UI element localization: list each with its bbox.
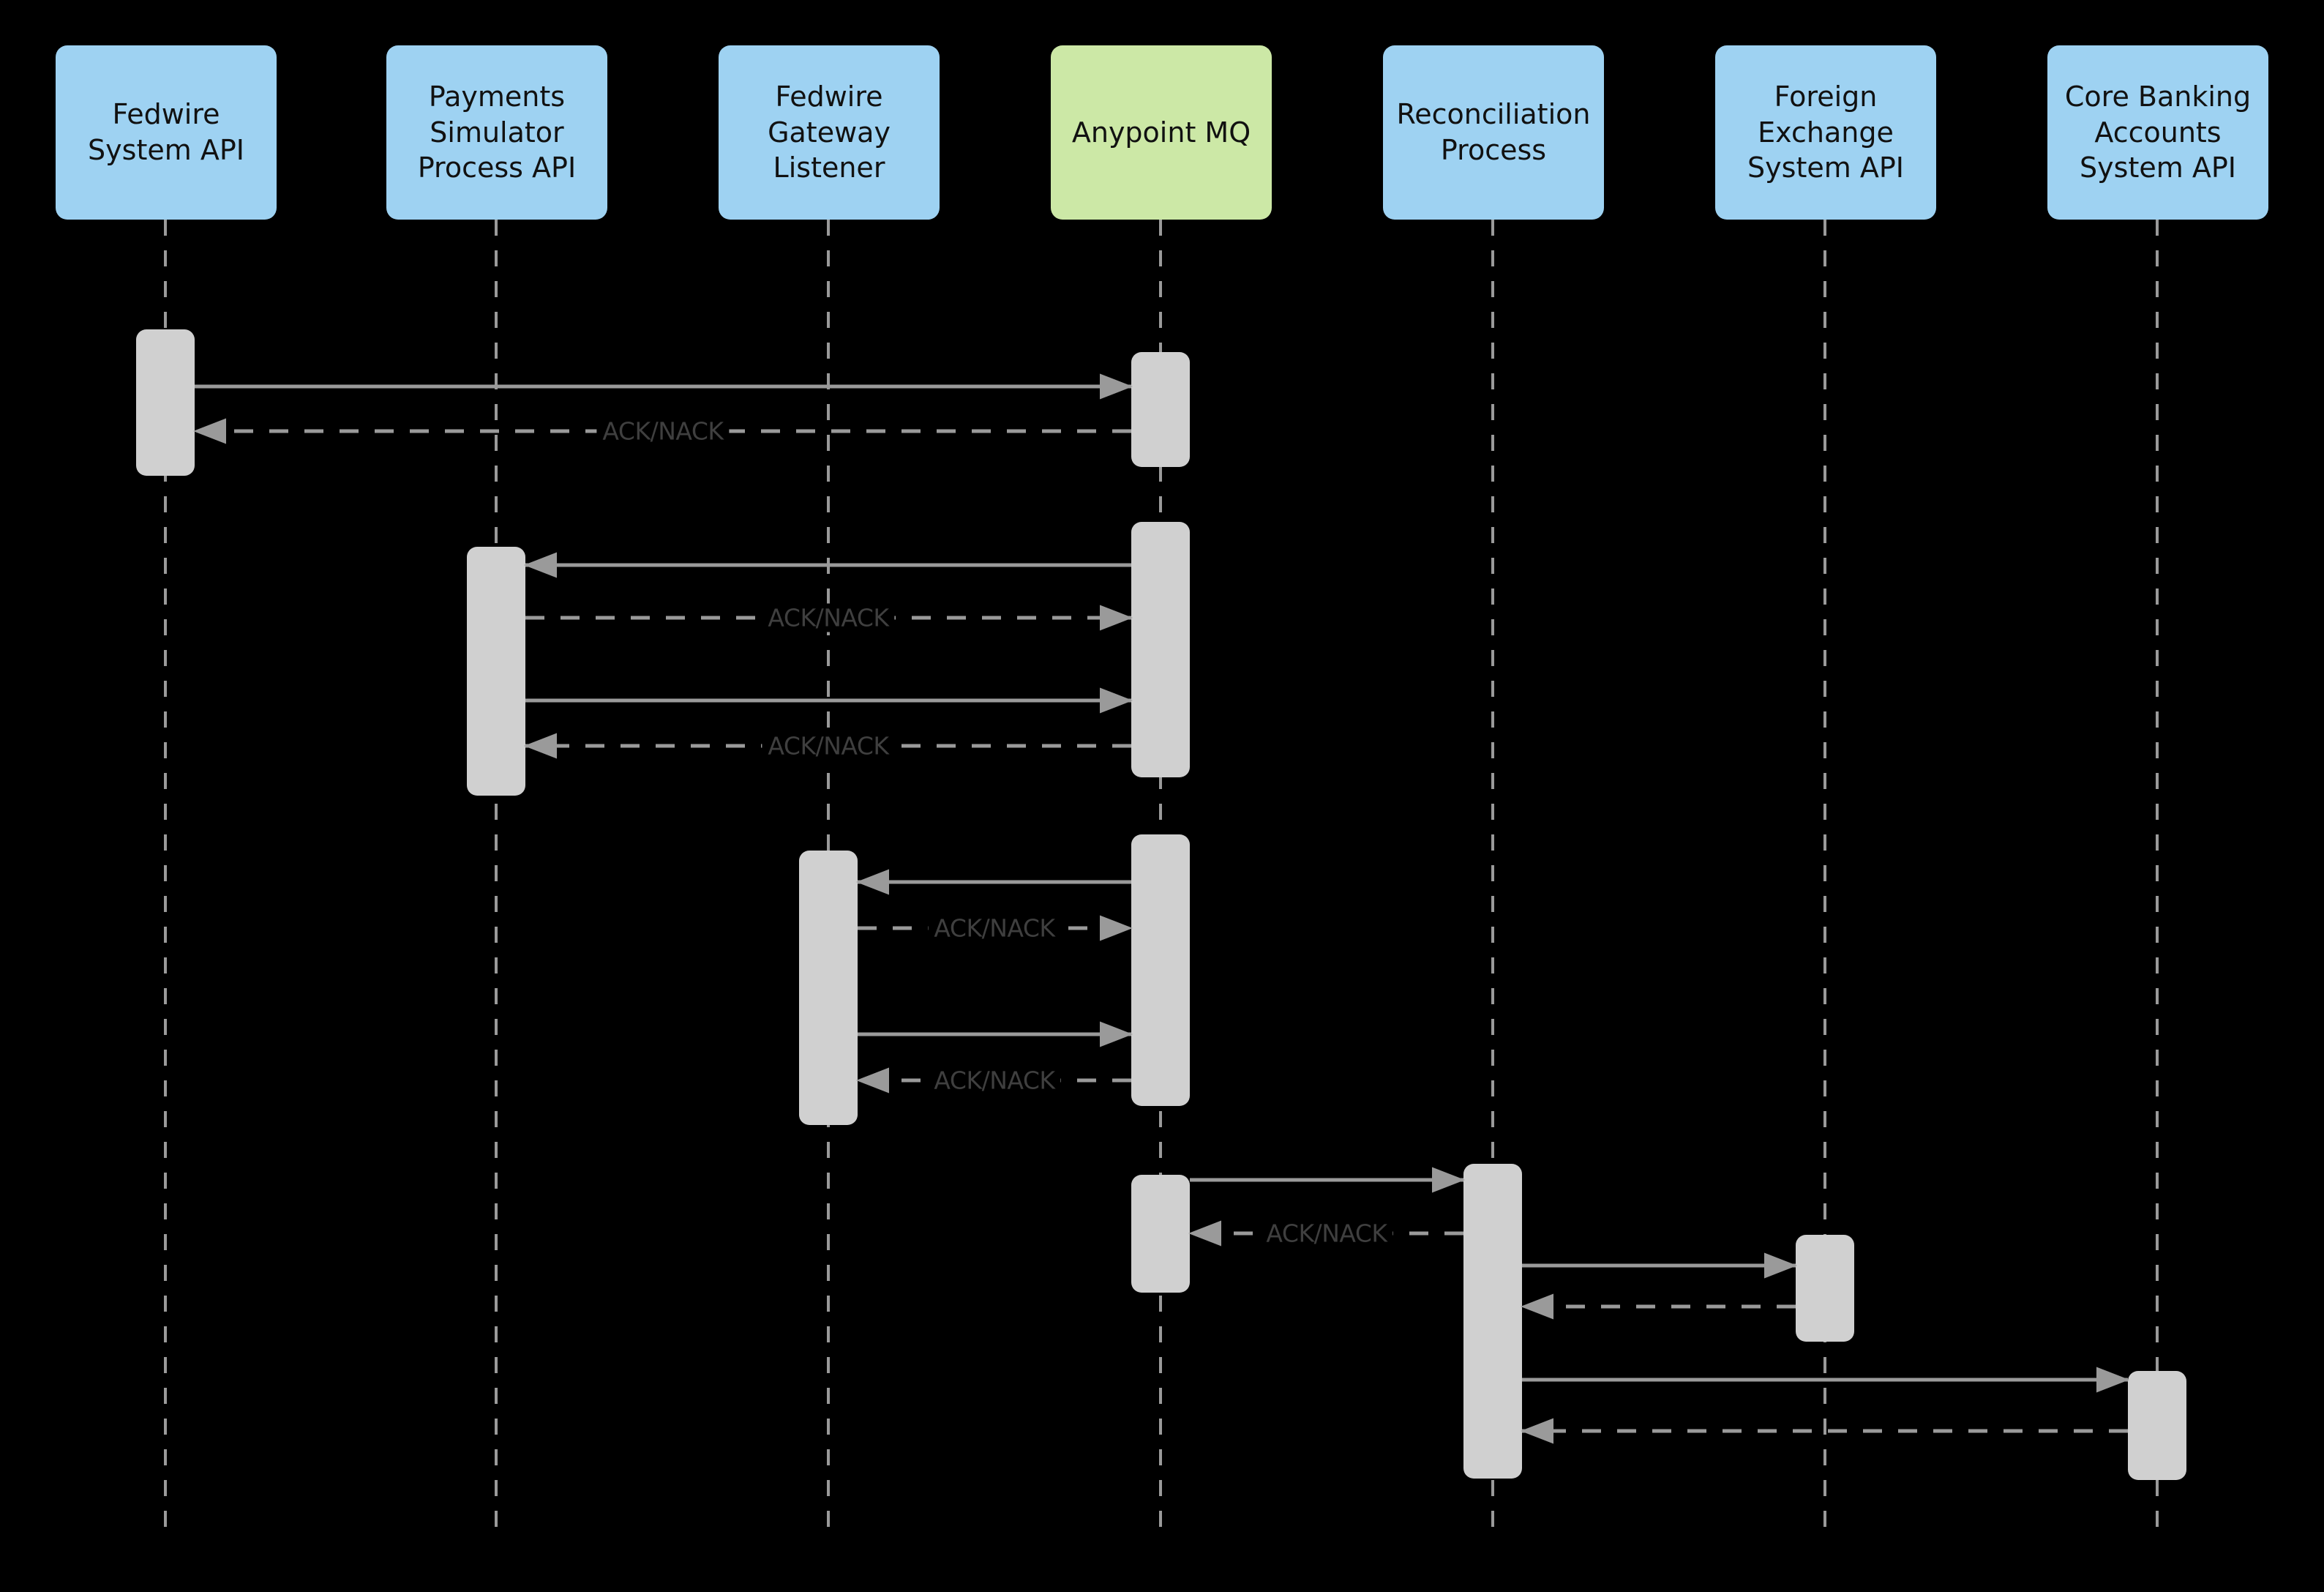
message-label-m2: ACK/NACK xyxy=(596,416,730,446)
participant-label: Reconciliation Process xyxy=(1396,98,1591,166)
participant-fedwire-gateway-listener[interactable]: Fedwire Gateway Listener xyxy=(719,45,940,220)
participant-label: Fedwire System API xyxy=(88,98,244,166)
activation-bar-reconciliation-process xyxy=(1463,1164,1522,1479)
activation-bar-payments-simulator xyxy=(467,547,525,796)
activation-bar-fedwire-gateway-listener xyxy=(799,851,858,1125)
participant-label: Payments Simulator Process API xyxy=(417,81,577,184)
participant-label: Anypoint MQ xyxy=(1071,116,1251,149)
participant-fedwire-system-api[interactable]: Fedwire System API xyxy=(56,45,277,220)
activation-bar-core-banking-api xyxy=(2128,1371,2186,1480)
participant-anypoint-mq[interactable]: Anypoint MQ xyxy=(1051,45,1272,220)
message-label-m6: ACK/NACK xyxy=(762,731,895,761)
participant-label: Fedwire Gateway Listener xyxy=(768,81,891,184)
participant-foreign-exchange-api[interactable]: Foreign Exchange System API xyxy=(1715,45,1936,220)
participant-reconciliation-process[interactable]: Reconciliation Process xyxy=(1383,45,1604,220)
participant-payments-simulator[interactable]: Payments Simulator Process API xyxy=(386,45,607,220)
activations-layer xyxy=(136,329,2186,1480)
activation-bar-foreign-exchange-api xyxy=(1796,1235,1854,1342)
activation-bar-anypoint-mq xyxy=(1131,522,1190,777)
activation-bar-fedwire-system-api xyxy=(136,329,195,476)
message-label-m12: ACK/NACK xyxy=(1260,1219,1393,1248)
participant-label: Core Banking Accounts System API xyxy=(2064,81,2252,184)
participant-label: Foreign Exchange System API xyxy=(1747,81,1904,184)
message-label-m10: ACK/NACK xyxy=(928,1066,1061,1095)
activation-bar-anypoint-mq xyxy=(1131,834,1190,1106)
message-label-m4: ACK/NACK xyxy=(762,603,895,632)
message-label-m8: ACK/NACK xyxy=(928,913,1061,943)
participant-core-banking-api[interactable]: Core Banking Accounts System API xyxy=(2047,45,2268,220)
activation-bar-anypoint-mq xyxy=(1131,1175,1190,1293)
activation-bar-anypoint-mq xyxy=(1131,352,1190,467)
